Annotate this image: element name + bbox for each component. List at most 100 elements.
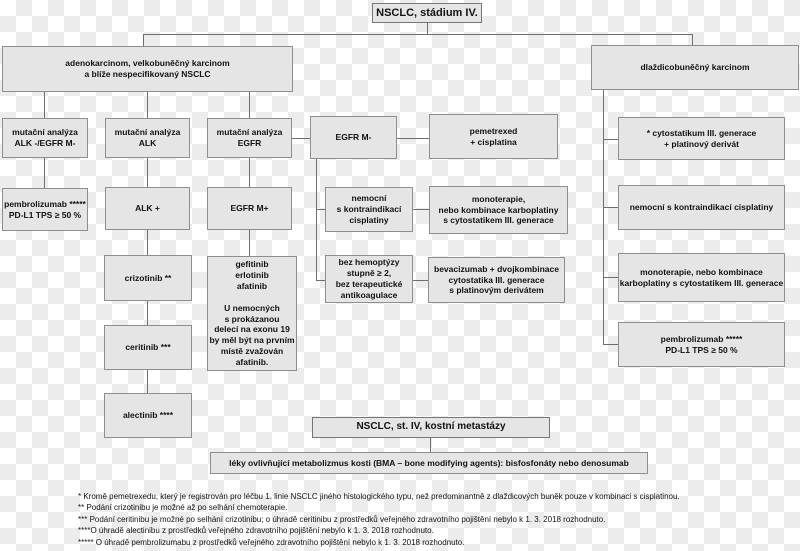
node-text-line: s cytostatikem III. generace [443,215,554,226]
connector-line [603,344,618,345]
connector-line [413,280,428,281]
connector-line [316,209,325,210]
node-ceritinib: ceritinib *** [104,325,192,370]
node-cisplatin-contraindication-right: nemocní s kontraindikací cisplatiny [618,185,785,230]
node-text-line: PD-L1 TPS ≥ 50 % [665,344,738,355]
footnote: ** Podání crizotinibu je možné až po sel… [78,503,288,513]
footnotes: * Kromě pemetrexedu, který je registrová… [78,491,793,548]
node-text-line: dlaždicobuněčný karcinom [640,62,750,73]
connector-line [692,34,693,45]
node-bevacizumab-combination: bevacizumab + dvojkombinace cytostatika … [428,257,565,303]
connector-line [249,230,250,256]
node-egfr-negative: EGFR M- [310,116,397,159]
node-text-line: antikoagulace [340,289,398,300]
node-text-line: monoterapie, [471,193,526,204]
node-text-line: mutační analýza [12,127,78,138]
node-crizotinib: crizotinib ** [104,255,192,301]
connector-line [44,92,45,118]
node-cisplatin-contraindication-mid: nemocní s kontraindikací cisplatiny [325,187,413,232]
footnote: ****O úhradě alectinibu z prostředků veř… [78,526,434,536]
node-mutation-analysis-alk: mutační analýza ALK [105,118,190,158]
node-text-line: EGFR M- [335,132,372,143]
node-text-line: s kontraindikací [336,204,402,215]
node-text-line: ceritinib *** [125,342,171,353]
connector-line [292,138,310,139]
node-text-line: s platinovým derivátem [449,285,544,296]
node-text-line: EGFR [237,138,262,148]
connector-line [44,158,45,188]
node-monotherapy-carboplatin-right: monoterapie, nebo kombinace karboplatiny… [618,253,785,302]
connector-line [249,158,250,187]
connector-line [316,280,325,281]
node-text-line: nemocní s kontraindikací cisplatiny [629,202,774,213]
node-text-line: cytostatika III. generace [448,274,545,285]
node-text-line: stupně ≥ 2, [346,268,392,279]
footnote: ***** O úhradě pembrolizumabu z prostřed… [78,537,465,547]
footnote: *** Podání ceritinibu je možné po selhán… [78,514,606,524]
node-adenocarcinoma: adenokarcinom, velkobuněčný karcinom a b… [2,46,293,92]
node-text-line: erlotinib [235,270,269,280]
node-text-line: pemetrexed [469,125,518,136]
node-text-line [251,292,252,303]
node-bone-modifying-agents: léky ovlivňující metabolizmus kosti (BMA… [210,452,648,474]
node-text-line: bez hemoptýzy [338,257,400,268]
node-text-line: afatinib [236,280,268,291]
node-text-line: karboplatiny s cytostatikem III. generac… [619,277,784,288]
node-cytostatic-platinum: * cytostatikum III. generace + platinový… [618,117,785,160]
node-text-line: monoterapie, nebo kombinace [640,266,763,277]
node-text-line: nebo kombinace karboplatiny [438,204,559,215]
node-bone-metastases-title: NSCLC, st. IV, kostní metastázy [312,417,550,438]
node-text-line: cisplatiny [349,214,389,225]
node-text-line: * cytostatikum III. generace [646,127,757,138]
node-text-line: pembrolizumab ***** [660,333,743,344]
node-text-line: + cisplatina [470,136,517,147]
node-text-line: by měl být na prvním [209,335,295,346]
node-text-line: ALK [138,138,157,148]
node-mutation-analysis-egfr: mutační analýza EGFR [207,118,292,158]
node-text-line: + platinový derivát [664,138,739,149]
node-text-line: NSCLC, st. IV, kostní metastázy [356,421,506,433]
connector-line [413,209,429,210]
connector-line [603,139,618,140]
node-text-line: NSCLC, stádium IV. [376,6,478,19]
node-text-line: adenokarcinom, velkobuněčný karcinom [65,58,230,69]
node-text-line: léky ovlivňující metabolizmus kosti (BMA… [229,457,629,468]
connector-line [147,92,148,118]
node-text-line: s prokázanou [224,313,280,324]
connector-line [147,158,148,187]
connector-line [249,92,250,118]
connector-line [316,159,317,281]
connector-line [147,370,148,393]
node-text-line: EGFR M+ [230,203,269,214]
node-pembrolizumab-right: pembrolizumab ***** PD-L1 TPS ≥ 50 % [618,322,785,367]
node-text-line: gefitinib [235,259,269,270]
node-alectinib: alectinib **** [104,393,192,438]
connector-line [603,90,604,344]
node-egfr-positive: EGFR M+ [207,187,292,230]
node-text-line: mutační analýza [216,127,283,138]
footnote: * Kromě pemetrexedu, který je registrová… [78,492,680,501]
node-text-line: afatinib. [235,357,269,367]
connector-line [397,138,429,139]
connector-line [603,277,618,278]
node-text-line: crizotinib ** [124,272,172,283]
node-text-line: U nemocných [224,302,280,313]
node-mutation-analysis-alk-egfr-neg: mutační analýza ALK -/EGFR M- [2,118,88,158]
node-text-line: ALK + [135,203,160,214]
node-main-title: NSCLC, stádium IV. [372,3,482,23]
connector-line [427,23,428,34]
node-alk-positive: ALK + [105,187,190,230]
node-pembrolizumab-left: pembrolizumab ***** PD-L1 TPS ≥ 50 % [2,188,88,231]
connector-line [143,34,693,35]
node-text-line: alectinib **** [122,410,174,421]
node-text-line: PD-L1 TPS ≥ 50 % [8,209,82,220]
connector-line [430,438,431,452]
connector-line [143,34,144,46]
node-text-line: mutační analýza [114,127,181,138]
connector-line [603,207,618,208]
node-gefitinib-erlotinib-afatinib: gefitinib erlotinib afatinib U nemocných… [207,256,297,371]
node-text-line: ALK -/EGFR M- [14,138,76,148]
node-text-line: nemocní [351,193,387,204]
node-text-line: bez terapeutické [335,279,403,289]
